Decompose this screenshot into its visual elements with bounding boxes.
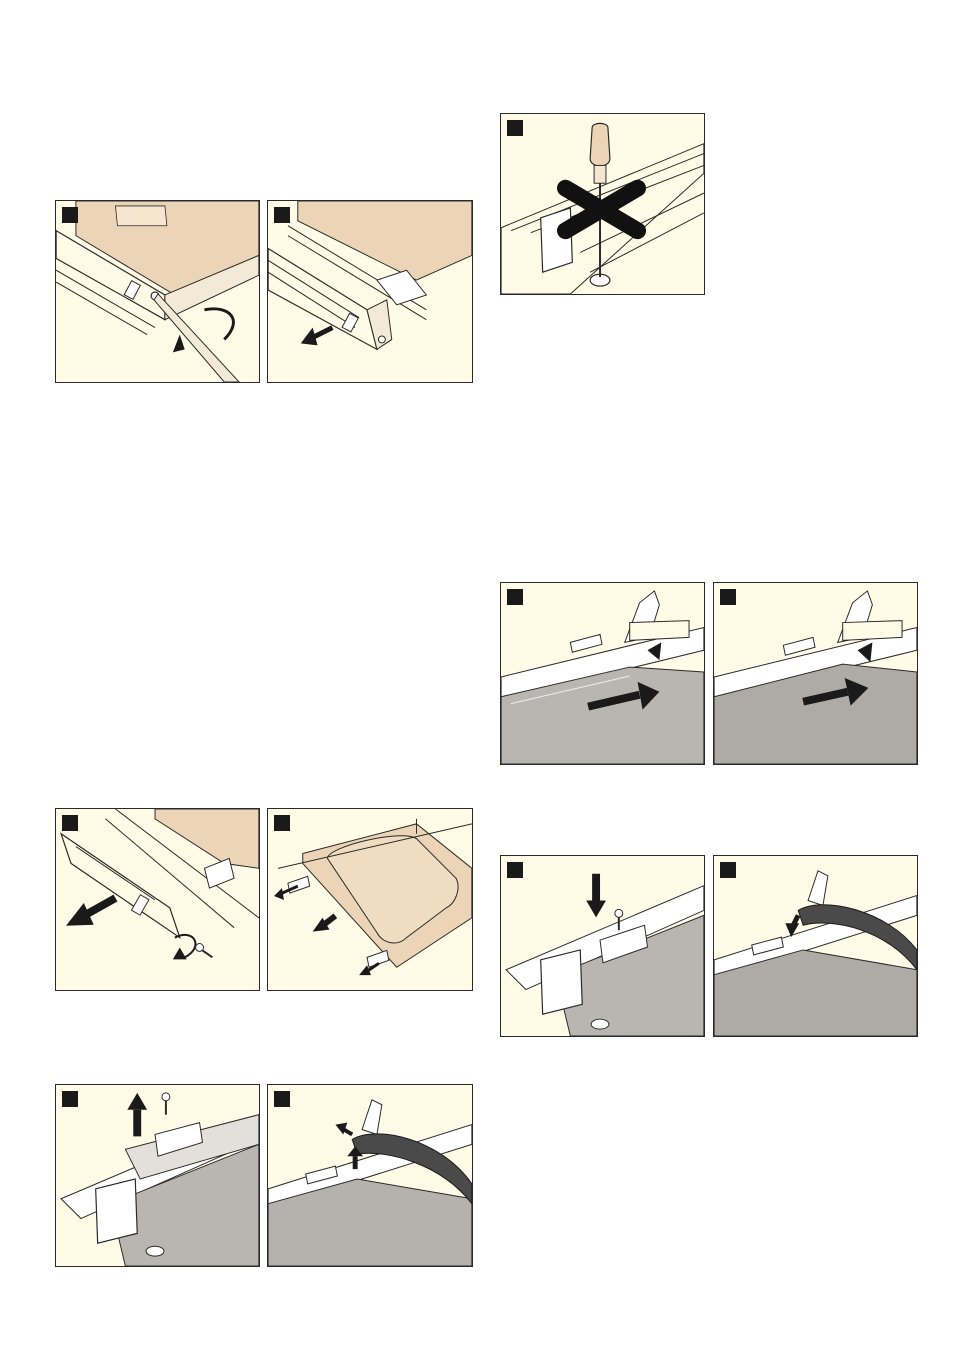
figure-clip-screw-insert	[500, 855, 705, 1037]
step-number-badge	[62, 815, 78, 831]
rotate-arrow-icon	[173, 947, 187, 959]
arrow-icon	[274, 888, 284, 900]
glass-pane-illustration	[501, 583, 704, 764]
glass-pane-alt-illustration	[714, 583, 917, 764]
step-number-badge	[274, 1091, 290, 1107]
figure-glass-pane-slide-in	[500, 582, 705, 765]
door-trim-pull-illustration	[268, 201, 472, 382]
screw-icon	[196, 944, 213, 958]
step-number-badge	[720, 862, 736, 878]
clip-remove-illustration	[56, 1085, 259, 1266]
seal-press-illustration	[714, 856, 917, 1036]
screwdriver-icon	[590, 123, 610, 183]
door-trim-illustration	[56, 201, 259, 382]
screw-icon	[162, 1093, 170, 1115]
rotate-arrow-icon	[173, 335, 185, 353]
figure-clip-screw-remove	[55, 1084, 260, 1267]
hinge-screw-illustration	[501, 114, 704, 294]
seal-lift-illustration	[268, 1085, 472, 1266]
inner-pane-illustration	[268, 809, 472, 990]
step-number-badge	[274, 815, 290, 831]
figure-glass-pane-slide-in-alt	[713, 582, 918, 765]
figure-door-trim-pull-off	[267, 200, 473, 383]
arrow-icon	[586, 901, 606, 918]
step-number-badge	[720, 589, 736, 605]
step-number-badge	[62, 207, 78, 223]
figure-seal-lift-off	[267, 1084, 473, 1267]
step-number-badge	[274, 207, 290, 223]
figure-inner-pane-pull-out	[267, 808, 473, 991]
side-strip-illustration	[56, 809, 259, 990]
arrow-icon	[127, 1093, 147, 1110]
arrow-icon	[301, 328, 318, 346]
figure-seal-press-on	[713, 855, 918, 1037]
figure-door-trim-unscrew	[55, 200, 260, 383]
figure-side-strip-remove	[55, 808, 260, 991]
clip-screw-illustration	[501, 856, 704, 1036]
step-number-badge	[62, 1091, 78, 1107]
step-number-badge	[507, 862, 523, 878]
figure-hinge-screw-prohibited	[500, 113, 705, 295]
step-number-badge	[507, 589, 523, 605]
step-number-badge	[507, 120, 523, 136]
